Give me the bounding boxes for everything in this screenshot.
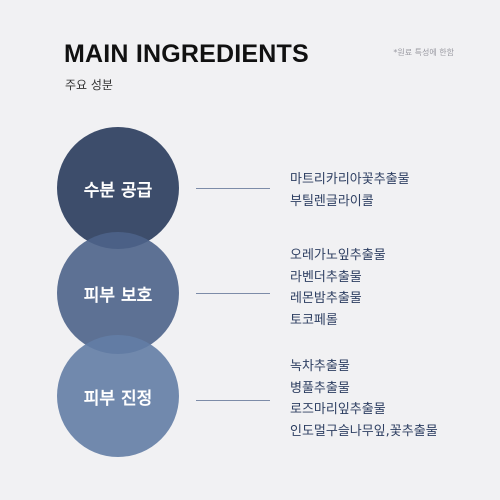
- circle-hydration: 수분 공급: [57, 127, 179, 249]
- page-title: MAIN INGREDIENTS: [64, 40, 309, 68]
- ingredient-item: 로즈마리잎추출물: [290, 402, 386, 417]
- ingredient-item: 오레가노잎추출물: [290, 248, 386, 263]
- ingredient-item: 레몬밤추출물: [290, 291, 362, 306]
- footnote: *원료 특성에 한함: [393, 48, 454, 57]
- circle-protection: 피부 보호: [57, 232, 179, 354]
- ingredient-item: 마트리카리아꽃추출물: [290, 172, 410, 187]
- ingredient-item: 녹차추출물: [290, 359, 350, 374]
- ingredient-list-hydration: 마트리카리아꽃추출물 부틸렌글라이콜: [290, 169, 410, 212]
- connector-line-hydration: [196, 188, 270, 189]
- ingredient-item: 인도멀구슬나무잎,꽃추출물: [290, 423, 438, 439]
- connector-line-protection: [196, 293, 270, 294]
- ingredient-item: 토코페롤: [290, 312, 338, 328]
- connector-line-soothing: [196, 400, 270, 401]
- ingredient-item: 병풀추출물: [290, 380, 350, 396]
- circle-soothing: 피부 진정: [57, 335, 179, 457]
- ingredient-item: 부틸렌글라이콜: [290, 193, 374, 209]
- circle-label-protection: 피부 보호: [83, 285, 153, 306]
- circle-label-soothing: 피부 진정: [83, 388, 153, 409]
- ingredient-list-soothing: 녹차추출물 병풀추출물 로즈마리잎추출물 인도멀구슬나무잎,꽃추출물: [290, 356, 438, 442]
- ingredient-list-protection: 오레가노잎추출물 라벤더추출물 레몬밤추출물 토코페롤: [290, 245, 386, 331]
- page-subtitle: 주요 성분: [65, 78, 113, 92]
- circle-label-hydration: 수분 공급: [83, 180, 153, 201]
- ingredient-item: 라벤더추출물: [290, 269, 362, 285]
